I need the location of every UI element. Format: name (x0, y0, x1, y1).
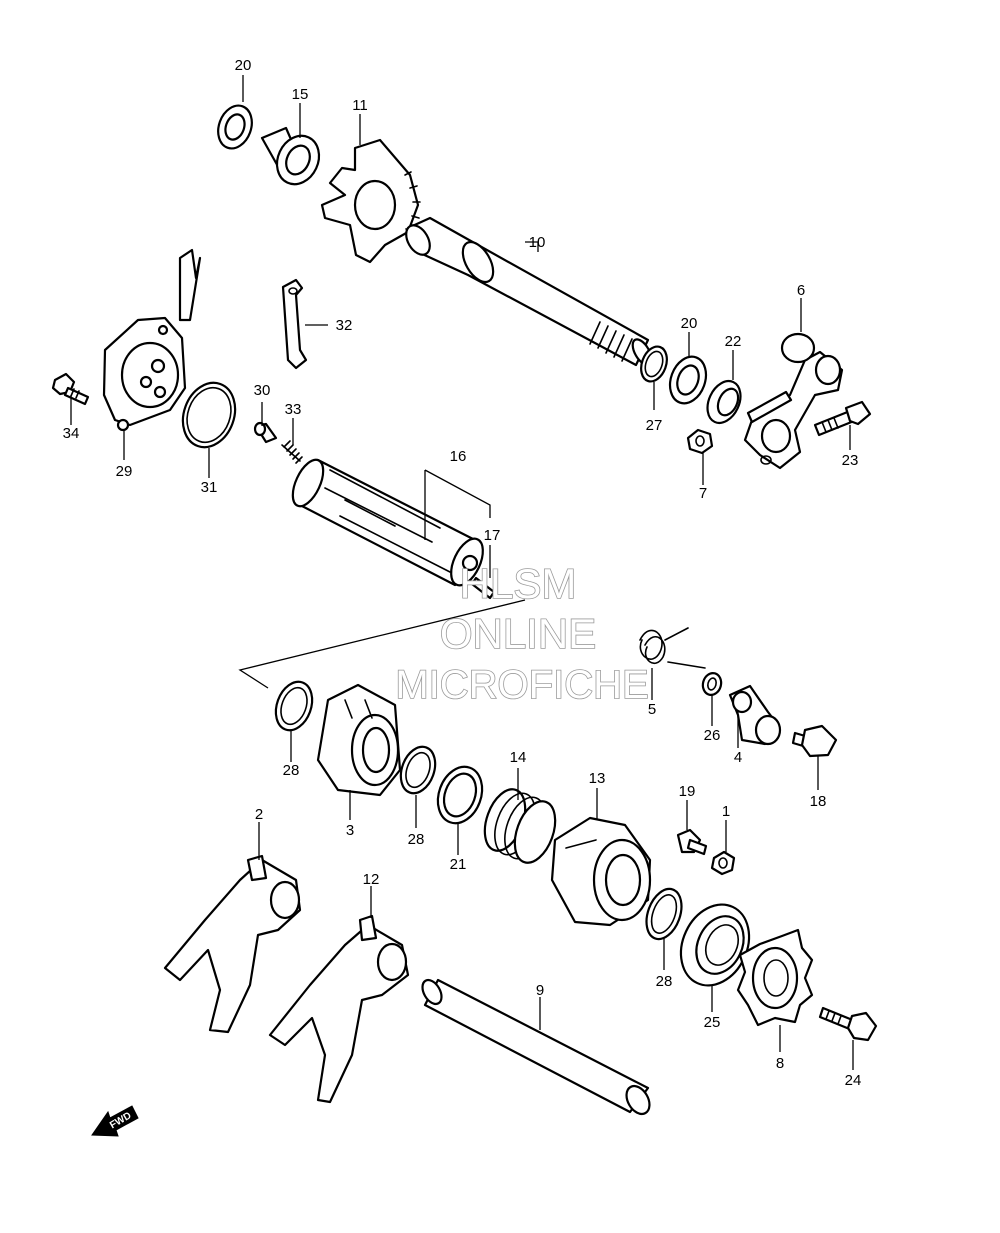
callout-10: 10 (529, 234, 546, 251)
callout-4: 4 (734, 749, 742, 766)
gearshift-shaft-10 (405, 216, 653, 367)
callout-25: 25 (704, 1014, 721, 1031)
cover-29 (102, 248, 202, 432)
callout-28-right: 28 (656, 973, 673, 990)
circlip-28-right (645, 887, 683, 941)
spring-33 (281, 440, 303, 464)
callout-15: 15 (292, 86, 309, 103)
forward-arrow-icon (91, 1105, 139, 1137)
callout-28-middle: 28 (408, 831, 425, 848)
callout-leader-lines (70, 75, 854, 1070)
fwd-arrow-text: FWD (108, 1110, 133, 1131)
callout-16: 16 (450, 448, 467, 465)
nut-7 (686, 428, 714, 455)
o-ring-31 (181, 381, 237, 449)
callout-34: 34 (63, 425, 80, 442)
callout-5: 5 (648, 701, 656, 718)
watermark-line-1: HLSM (460, 560, 577, 607)
callout-20-top: 20 (235, 57, 252, 74)
callout-22: 22 (725, 333, 742, 350)
callout-24-final: 24 (845, 1072, 862, 1089)
washer-21 (436, 765, 484, 825)
fork-shaft-9 (421, 978, 651, 1116)
callout-9: 9 (536, 982, 544, 999)
washer-20-top (217, 104, 253, 150)
gearshift-arm-11 (320, 138, 421, 264)
callout-12: 12 (363, 871, 380, 888)
callout-27: 27 (646, 417, 663, 434)
callout-8: 8 (776, 1055, 784, 1072)
bolt-23 (813, 400, 872, 437)
callout-6: 6 (797, 282, 805, 299)
shift-fork-2 (163, 854, 302, 1034)
bolt-24 (818, 1006, 878, 1042)
gearshift-cam-16 (291, 458, 484, 587)
pin-30 (253, 421, 278, 444)
callout-23: 23 (842, 452, 859, 469)
gearshift-lever-6 (743, 332, 844, 470)
circlip-28-middle (399, 745, 437, 795)
callout-3: 3 (346, 822, 354, 839)
callout-30: 30 (254, 382, 271, 399)
oil-seal-22 (706, 379, 742, 425)
callout-11: 11 (352, 97, 368, 114)
callout-18: 18 (810, 793, 827, 810)
circlip-28-left (274, 680, 314, 732)
spring-5 (639, 627, 706, 669)
callout-29: 29 (116, 463, 133, 480)
pin-17 (470, 576, 496, 600)
watermark-line-3: MICROFICHE (395, 663, 648, 707)
callout-28-left: 28 (283, 762, 300, 779)
gear-8 (736, 928, 814, 1027)
shift-fork-12 (268, 914, 410, 1104)
callout-17: 17 (484, 527, 501, 544)
spring-collar-15 (260, 126, 321, 186)
callout-33: 33 (285, 401, 302, 418)
callout-13: 13 (589, 770, 606, 787)
callout-21: 21 (450, 856, 467, 873)
bolt-18 (791, 724, 838, 758)
callout-7: 7 (699, 485, 707, 502)
cam-gear-3 (316, 683, 402, 797)
callout-31-label: 31 (201, 479, 218, 496)
callout-20-right: 20 (681, 315, 698, 332)
bearing-25 (679, 903, 751, 987)
washer-20-right (668, 355, 708, 405)
callout-14: 14 (510, 749, 527, 766)
cam-13 (550, 816, 652, 927)
callout-2: 2 (255, 806, 263, 823)
bolt-19 (676, 828, 708, 856)
stopper-lever-4 (728, 684, 782, 746)
watermark-line-2: ONLINE (440, 610, 596, 657)
callout-19: 19 (679, 783, 696, 800)
callout-1: 1 (722, 803, 730, 820)
callout-32: 32 (336, 317, 353, 334)
callout-26: 26 (704, 727, 721, 744)
washer-1 (710, 850, 736, 876)
assembly-leader-lines (238, 599, 526, 689)
washer-26 (701, 672, 723, 696)
bolt-34 (51, 372, 90, 406)
guide-plate-32 (281, 278, 308, 370)
spring-14 (483, 788, 557, 864)
circlip-27 (640, 345, 668, 383)
